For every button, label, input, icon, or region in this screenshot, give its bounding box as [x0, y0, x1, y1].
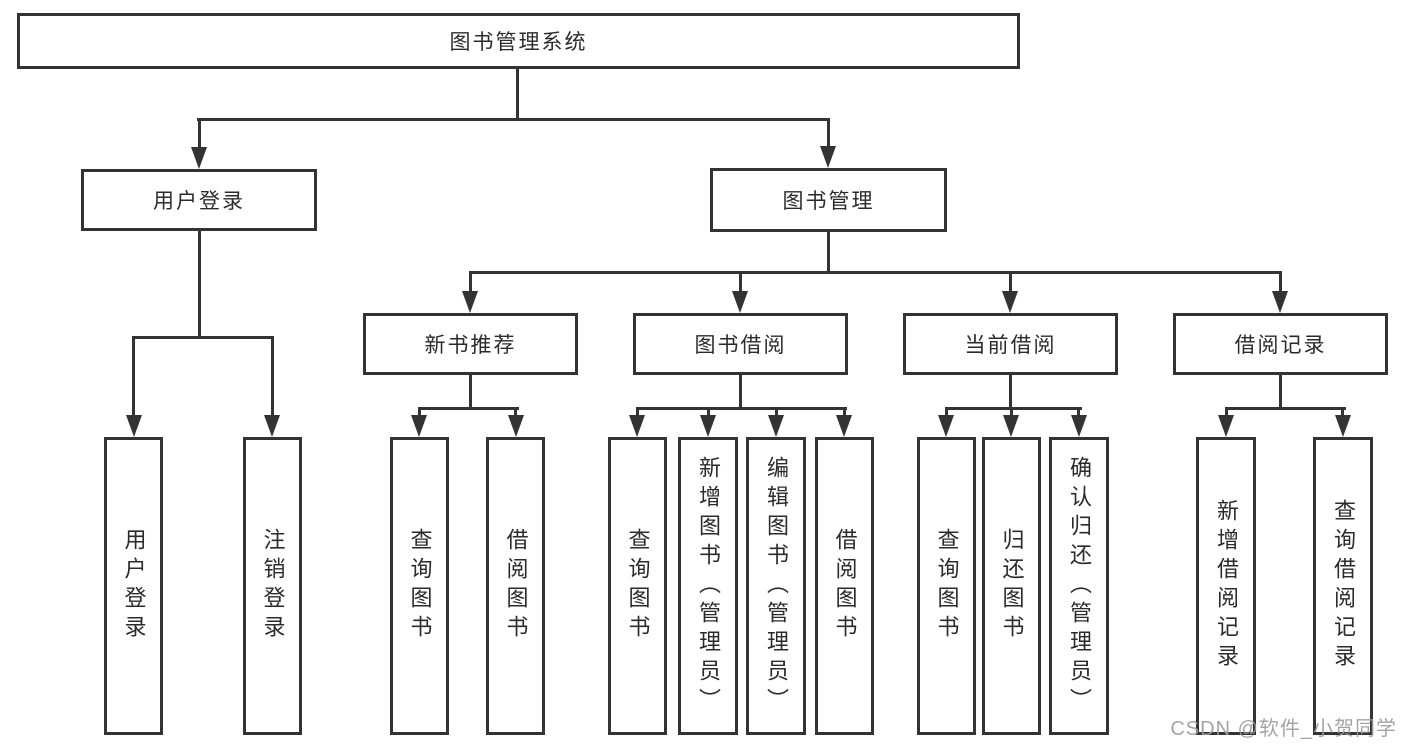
- arrowhead-down-icon: [191, 147, 207, 169]
- leaf-query-books-current-label: 查询图书: [934, 528, 960, 644]
- leaf-return-books-label: 归还图书: [999, 528, 1025, 644]
- leaf-user-login-label: 用户登录: [121, 528, 147, 644]
- arrowhead-down-icon: [508, 415, 524, 437]
- connector-user-login-crossbar: [132, 336, 274, 339]
- connector-leaf-drop: [775, 407, 778, 419]
- arrowhead-down-icon: [1002, 291, 1018, 313]
- leaf-query-books-current: 查询图书: [917, 437, 976, 735]
- leaf-borrow-books-borrowing-label: 借阅图书: [832, 528, 858, 644]
- arrowhead-down-icon: [1218, 415, 1234, 437]
- connector-borrowing-stem: [739, 375, 742, 410]
- leaf-borrow-books-borrowing: 借阅图书: [815, 437, 874, 735]
- node-user-login-label: 用户登录: [153, 190, 245, 213]
- leaf-edit-book-admin-label: 编辑图书（管理员）: [764, 455, 789, 717]
- node-root-label: 图书管理系统: [449, 31, 588, 54]
- watermark: CSDN @软件_小贺同学: [1170, 718, 1397, 740]
- node-book-management-label: 图书管理: [782, 190, 875, 213]
- leaf-borrow-books-recommend: 借阅图书: [486, 437, 545, 735]
- connector-leaf-drop: [843, 407, 846, 419]
- connector-leaf-drop: [271, 336, 274, 417]
- connector-leaf-drop: [707, 407, 710, 419]
- connector-l3-drop: [1279, 271, 1282, 295]
- node-book-borrowing-label: 图书借阅: [694, 334, 787, 357]
- leaf-confirm-return-admin-label: 确认归还（管理员）: [1067, 455, 1092, 717]
- leaf-logout-label: 注销登录: [260, 528, 286, 644]
- connector-book-mgmt-stem: [827, 232, 830, 274]
- arrowhead-down-icon: [820, 146, 836, 168]
- connector-leaf-drop: [514, 407, 517, 419]
- node-root: 图书管理系统: [17, 13, 1020, 69]
- arrowhead-down-icon: [411, 415, 427, 437]
- connector-leaf-drop: [1010, 407, 1013, 419]
- leaf-add-borrow-record-label: 新增借阅记录: [1214, 499, 1239, 673]
- connector-leaf-drop: [1341, 407, 1344, 419]
- arrowhead-down-icon: [836, 415, 852, 437]
- arrowhead-down-icon: [462, 291, 478, 313]
- node-new-book-recommend-label: 新书推荐: [424, 334, 517, 357]
- node-borrowing-records: 借阅记录: [1173, 313, 1388, 375]
- node-new-book-recommend: 新书推荐: [363, 313, 578, 375]
- connector-leaf-drop: [945, 407, 948, 419]
- connector-root-stem: [516, 69, 519, 121]
- connector-leaf-drop: [1225, 407, 1228, 419]
- arrowhead-down-icon: [1003, 415, 1019, 437]
- leaf-query-books-borrowing-label: 查询图书: [625, 528, 651, 644]
- leaf-query-borrow-record-label: 查询借阅记录: [1331, 499, 1356, 673]
- node-user-login: 用户登录: [81, 169, 317, 231]
- connector-l3-drop: [1009, 271, 1012, 295]
- connector-book-mgmt-crossbar: [469, 271, 1282, 274]
- connector-recommend-crossbar: [418, 407, 519, 410]
- arrowhead-down-icon: [1272, 291, 1288, 313]
- node-current-borrowing-label: 当前借阅: [964, 334, 1057, 357]
- connector-recommend-stem: [469, 375, 472, 410]
- leaf-edit-book-admin: 编辑图书（管理员）: [746, 437, 806, 735]
- connector-current-crossbar: [945, 407, 1082, 410]
- connector-current-stem: [1009, 375, 1012, 410]
- leaf-confirm-return-admin: 确认归还（管理员）: [1049, 437, 1109, 735]
- arrowhead-down-icon: [768, 415, 784, 437]
- connector-l3-drop: [469, 271, 472, 295]
- arrowhead-down-icon: [126, 415, 142, 437]
- connector-leaf-drop: [636, 407, 639, 419]
- leaf-query-books-recommend-label: 查询图书: [407, 528, 433, 644]
- connector-user-login-drop: [198, 118, 201, 150]
- connector-records-crossbar: [1225, 407, 1346, 410]
- connector-user-login-stem: [198, 231, 201, 339]
- leaf-query-books-borrowing: 查询图书: [608, 437, 667, 735]
- arrowhead-down-icon: [264, 415, 280, 437]
- leaf-query-borrow-record: 查询借阅记录: [1313, 437, 1373, 735]
- node-book-borrowing: 图书借阅: [633, 313, 848, 375]
- leaf-add-borrow-record: 新增借阅记录: [1196, 437, 1256, 735]
- leaf-user-login: 用户登录: [104, 437, 163, 735]
- connector-records-stem: [1279, 375, 1282, 410]
- node-book-management: 图书管理: [710, 168, 947, 232]
- connector-book-mgmt-drop: [827, 118, 830, 149]
- leaf-logout: 注销登录: [243, 437, 302, 735]
- connector-leaf-drop: [132, 336, 135, 417]
- connector-leaf-drop: [418, 407, 421, 419]
- connector-root-crossbar: [197, 118, 830, 121]
- leaf-add-book-admin: 新增图书（管理员）: [678, 437, 738, 735]
- arrowhead-down-icon: [938, 415, 954, 437]
- leaf-return-books: 归还图书: [982, 437, 1041, 735]
- arrowhead-down-icon: [629, 415, 645, 437]
- arrowhead-down-icon: [700, 415, 716, 437]
- arrowhead-down-icon: [732, 291, 748, 313]
- arrowhead-down-icon: [1071, 415, 1087, 437]
- node-current-borrowing: 当前借阅: [903, 313, 1118, 375]
- leaf-borrow-books-recommend-label: 借阅图书: [503, 528, 529, 644]
- arrowhead-down-icon: [1335, 415, 1351, 437]
- leaf-query-books-recommend: 查询图书: [390, 437, 449, 735]
- node-borrowing-records-label: 借阅记录: [1234, 334, 1327, 357]
- connector-borrowing-crossbar: [636, 407, 847, 410]
- leaf-add-book-admin-label: 新增图书（管理员）: [696, 455, 721, 717]
- connector-leaf-drop: [1077, 407, 1080, 419]
- connector-l3-drop: [739, 271, 742, 295]
